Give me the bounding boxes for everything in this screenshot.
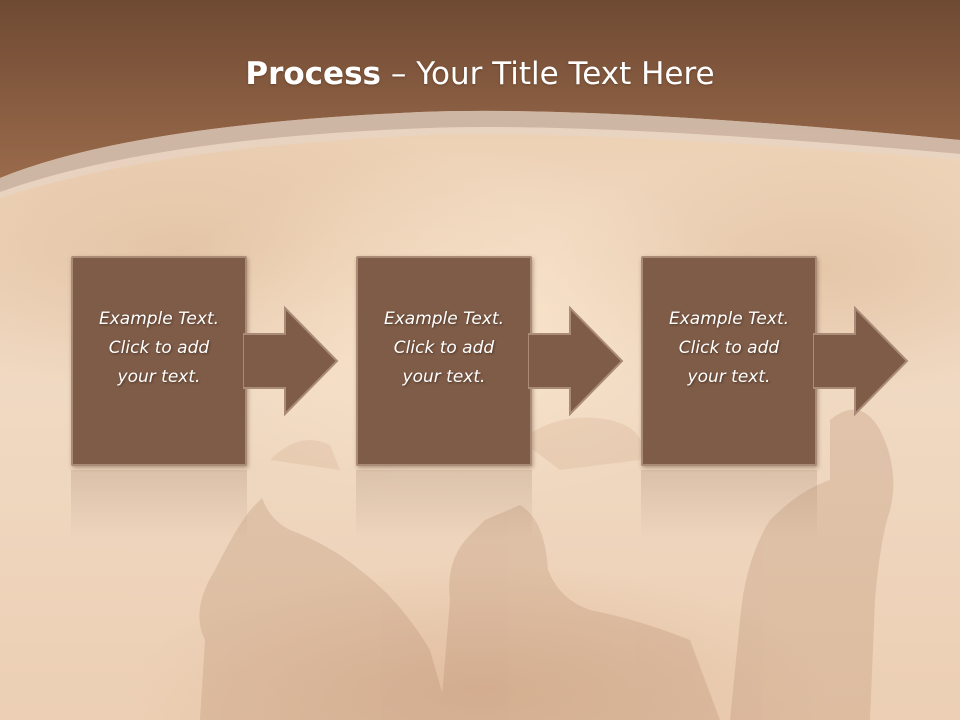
slide-title[interactable]: Process – Your Title Text Here <box>0 52 960 96</box>
step-1-reflection <box>71 470 247 540</box>
process-step-1[interactable]: Example Text. Click to add your text. <box>71 256 339 466</box>
step-1-text[interactable]: Example Text. Click to add your text. <box>98 308 220 387</box>
step-3-text[interactable]: Example Text. Click to add your text. <box>668 308 790 387</box>
right-arrow-icon <box>243 306 339 416</box>
step-3-box[interactable]: Example Text. Click to add your text. <box>641 256 817 466</box>
title-regular-part: – Your Title Text Here <box>381 56 715 92</box>
process-step-2[interactable]: Example Text. Click to add your text. <box>356 256 624 466</box>
step-3-reflection <box>641 470 817 540</box>
header-band <box>0 0 960 198</box>
right-arrow-icon <box>813 306 909 416</box>
step-2-text[interactable]: Example Text. Click to add your text. <box>383 308 505 387</box>
step-2-box[interactable]: Example Text. Click to add your text. <box>356 256 532 466</box>
step-2-reflection <box>356 470 532 540</box>
right-arrow-icon <box>528 306 624 416</box>
process-step-3[interactable]: Example Text. Click to add your text. <box>641 256 909 466</box>
step-1-box[interactable]: Example Text. Click to add your text. <box>71 256 247 466</box>
title-bold-part: Process <box>245 56 381 92</box>
